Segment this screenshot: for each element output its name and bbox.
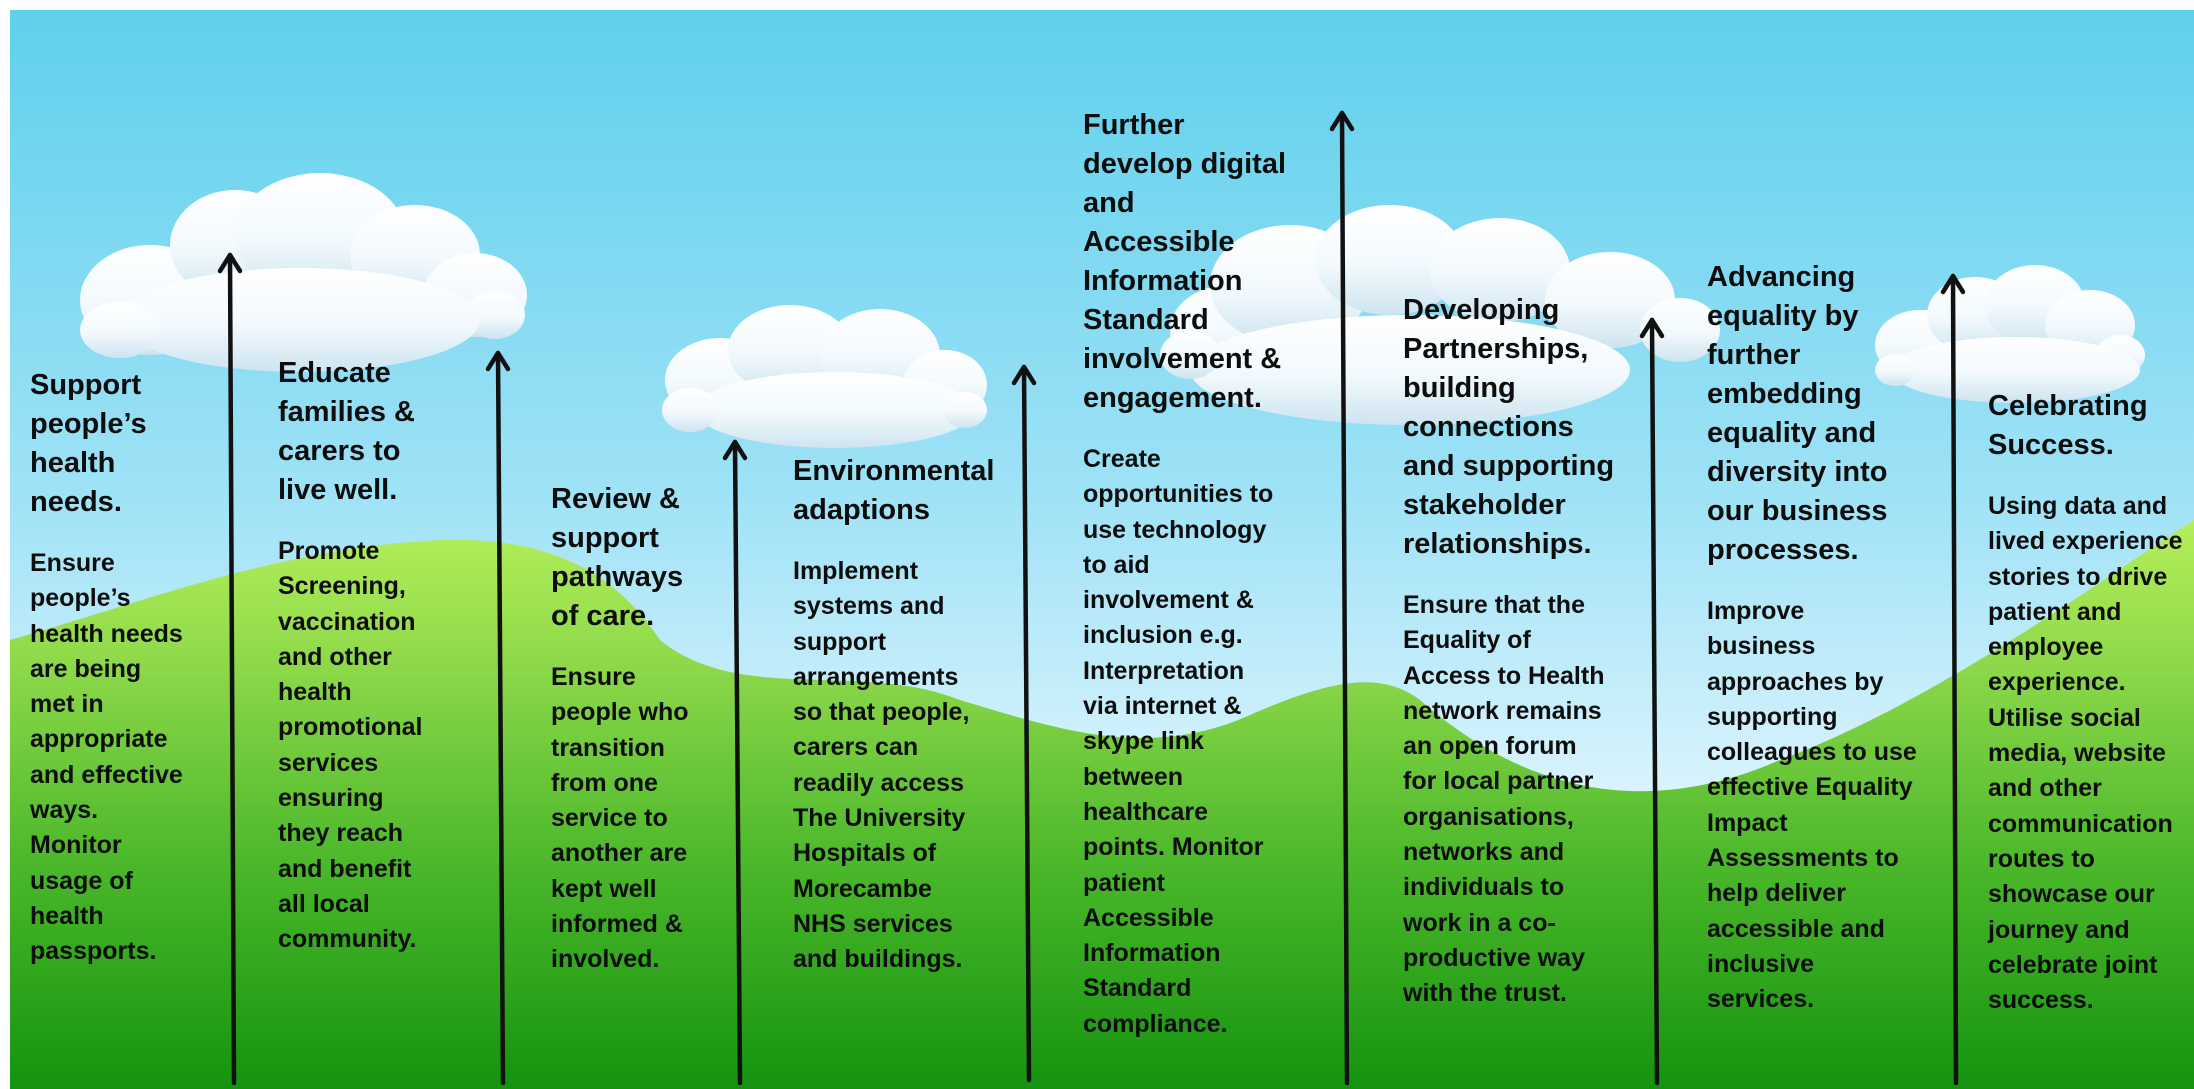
- column-heading: Further develop digital and Accessible I…: [1083, 109, 1287, 414]
- hills: [10, 520, 2194, 1089]
- column-heading: Celebrating Success.: [1988, 390, 2148, 461]
- up-arrow-3: [722, 439, 748, 1086]
- column-developing-partnerships: Developing Partnerships, building connec…: [1403, 291, 1643, 1012]
- cloud-2: [662, 305, 987, 448]
- column-environmental-adaptions: Environmental adaptions Implement system…: [793, 452, 1013, 978]
- column-heading: Advancing equality by further embedding …: [1707, 261, 1888, 566]
- column-heading: Environmental adaptions: [793, 455, 995, 526]
- column-heading: Review & support pathways of care.: [551, 483, 684, 632]
- column-heading: Developing Partnerships, building connec…: [1403, 294, 1615, 560]
- column-body: Ensure that the Equality of Access to He…: [1403, 591, 1605, 1008]
- column-body: Implement systems and support arrangemen…: [793, 557, 970, 974]
- up-arrow-7: [1940, 273, 1966, 1086]
- column-support-health-needs: Support people’s health needs. Ensure pe…: [30, 366, 220, 970]
- column-body: Ensure people’s health needs are being m…: [30, 549, 183, 966]
- up-arrow-6: [1639, 317, 1665, 1086]
- column-review-pathways: Review & support pathways of care. Ensur…: [551, 480, 741, 978]
- cloud-1: [80, 173, 527, 372]
- column-body: Create opportunities to use technology t…: [1083, 445, 1274, 1038]
- column-body: Using data and lived experience stories …: [1988, 492, 2183, 1015]
- column-advancing-equality: Advancing equality by further embedding …: [1707, 258, 1947, 1018]
- column-body: Improve business approaches by supportin…: [1707, 597, 1917, 1014]
- up-arrow-5: [1329, 110, 1355, 1086]
- up-arrow-4: [1011, 364, 1037, 1083]
- column-digital-accessible-information: Further develop digital and Accessible I…: [1083, 106, 1313, 1042]
- column-heading: Support people’s health needs.: [30, 369, 147, 518]
- column-educate-families: Educate families & carers to live well. …: [278, 354, 468, 958]
- column-celebrating-success: Celebrating Success. Using data and live…: [1988, 387, 2194, 1018]
- column-body: Ensure people who transition from one se…: [551, 663, 689, 974]
- cloud-3: [1160, 205, 1720, 425]
- up-arrow-1: [217, 252, 243, 1086]
- up-arrow-2: [485, 350, 511, 1086]
- column-heading: Educate families & carers to live well.: [278, 357, 415, 506]
- arrows-group: [217, 110, 1966, 1086]
- column-body: Promote Screening, vaccination and other…: [278, 537, 423, 954]
